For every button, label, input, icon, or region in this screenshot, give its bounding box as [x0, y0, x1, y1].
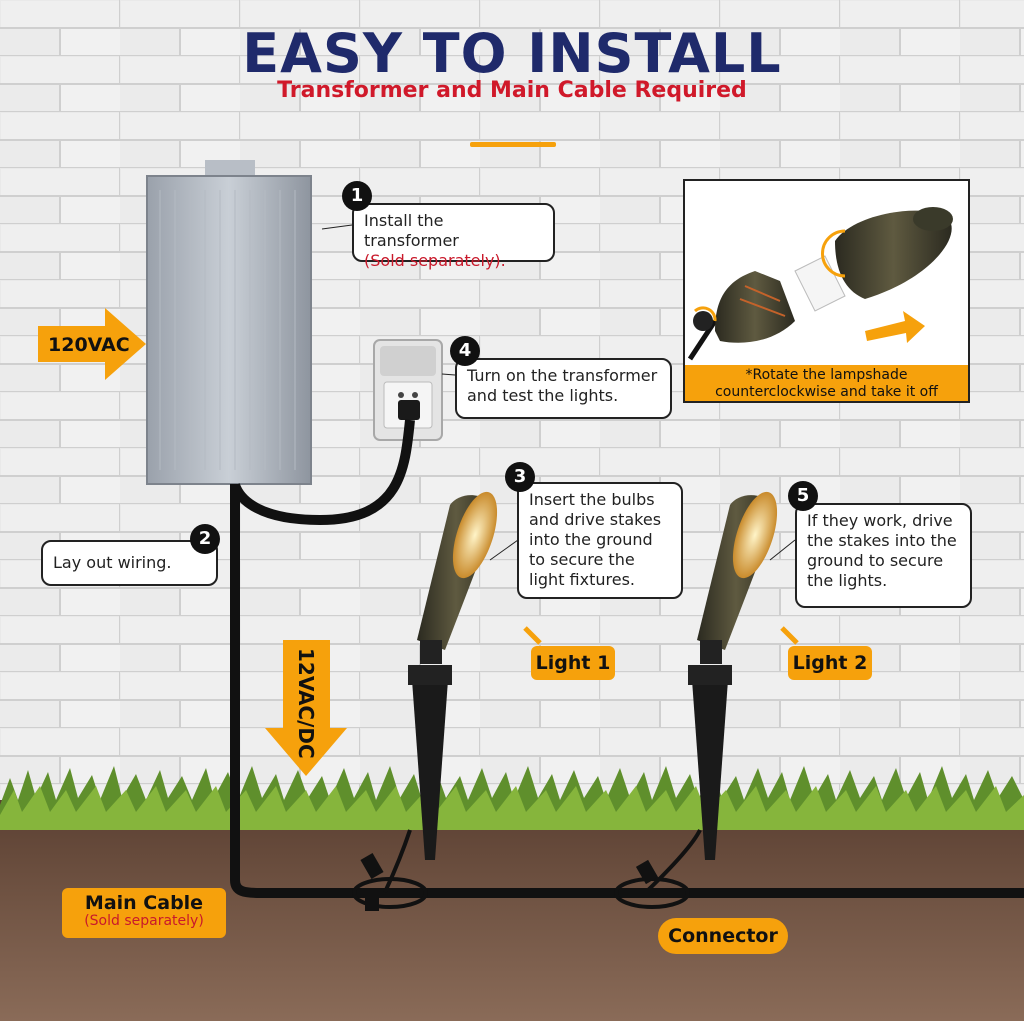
step-1-badge: 1	[342, 181, 372, 211]
main-cable-note: (Sold separately)	[84, 913, 204, 929]
rotate-arrow-icon	[821, 229, 846, 278]
light-1-label: Light 1	[531, 646, 615, 680]
step-1-callout: Install the transformer (Sold separately…	[352, 203, 555, 270]
inset-caption-line-1: *Rotate the lampshade	[745, 367, 908, 383]
arrow-icon	[865, 311, 925, 343]
spotlight-icon	[408, 491, 498, 860]
page-title: EASY TO INSTALL	[242, 22, 782, 85]
input-voltage-label: 120VAC	[48, 334, 130, 356]
step-3-callout: Insert the bulbs and drive stakes into t…	[517, 482, 683, 599]
rotate-arrow-icon	[693, 306, 717, 322]
step-5-text: If they work, drive the stakes into the …	[807, 511, 957, 590]
transformer-icon	[146, 160, 312, 485]
bulb-icon	[794, 255, 846, 312]
main-cable-label: Main Cable (Sold separately)	[62, 888, 226, 938]
page-subtitle: Transformer and Main Cable Required	[277, 78, 747, 103]
step-4-callout: Turn on the transformer and test the lig…	[455, 358, 672, 419]
step-1-text: Install the transformer	[364, 211, 459, 250]
connector-label: Connector	[658, 918, 788, 954]
lamp-body-icon	[687, 271, 795, 361]
step-5-badge: 5	[788, 481, 818, 511]
step-2-callout: Lay out wiring.	[41, 540, 218, 586]
main-cable-text: Main Cable	[84, 892, 204, 914]
step-2-text: Lay out wiring.	[53, 553, 172, 572]
step-3-badge: 3	[505, 462, 535, 492]
inset-caption: *Rotate the lampshade counterclockwise a…	[685, 365, 968, 401]
step-3-text: Insert the bulbs and drive stakes into t…	[529, 490, 662, 589]
lampshade-removal-inset: *Rotate the lampshade counterclockwise a…	[683, 179, 970, 403]
step-4-text: Turn on the transformer and test the lig…	[467, 366, 658, 405]
spotlight-icon	[688, 491, 778, 860]
lampshade-removal-illustration	[687, 207, 953, 361]
step-5-callout: If they work, drive the stakes into the …	[795, 503, 972, 608]
light-2-label: Light 2	[788, 646, 872, 680]
step-1-note: (Sold separately).	[364, 251, 506, 270]
lampshade-icon	[835, 207, 953, 299]
output-voltage-label: 12VAC/DC	[294, 648, 318, 759]
step-2-badge: 2	[190, 524, 220, 554]
step-4-badge: 4	[450, 336, 480, 366]
inset-caption-line-2: counterclockwise and take it off	[715, 384, 938, 400]
